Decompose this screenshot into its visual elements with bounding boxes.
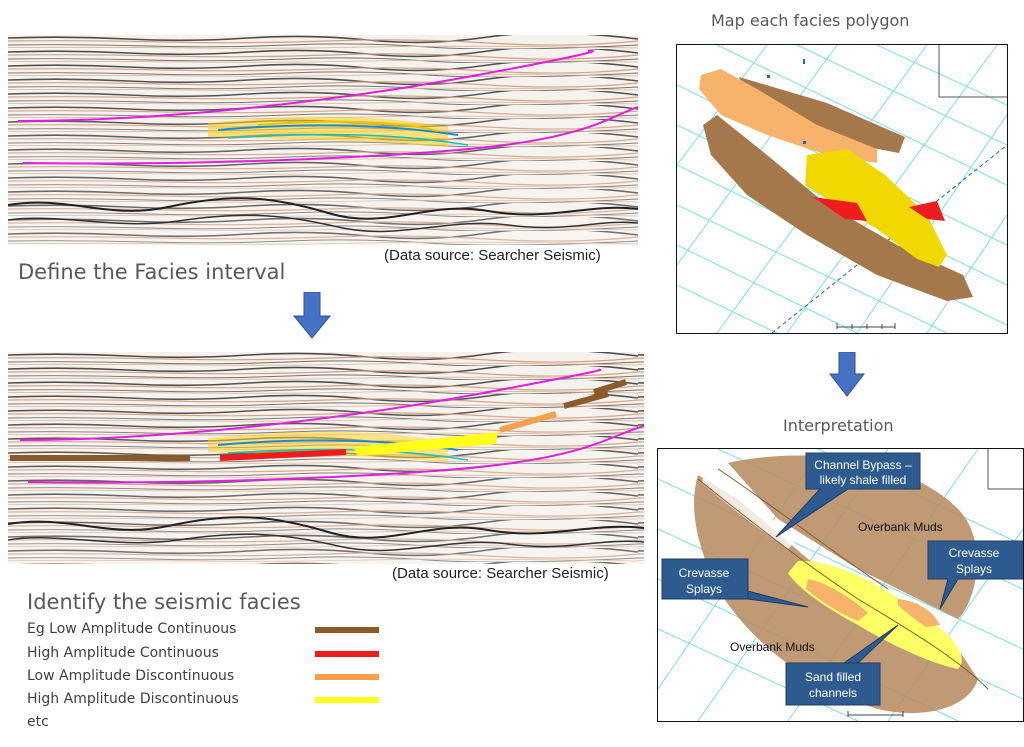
callout-crevasse-right-line2: Splays (956, 562, 992, 576)
callout-channel-bypass: Channel Bypass – likely shale filled (775, 452, 921, 538)
callout-crevasse-left-line1: Crevasse (679, 566, 730, 580)
callout-crevasse-left: Crevasse Splays (661, 558, 809, 608)
seismic-section-bottom (8, 352, 644, 564)
crevasse-splay-right-polygon (898, 599, 940, 627)
interpretation-map: Channel Bypass – likely shale filled Ove… (657, 448, 1024, 722)
legend-label-low-amp-discontinuous: Low Amplitude Discontinuous (27, 668, 235, 684)
callout-sand-channels-line1: Sand filled (805, 670, 861, 684)
polygon-red-left (813, 197, 867, 221)
scale-bar (836, 323, 896, 329)
horizon-upper-top (17, 49, 594, 122)
callout-channel-bypass-line1: Channel Bypass – (814, 458, 912, 472)
data-source-caption-top: (Data source: Searcher Seismic) (384, 247, 601, 264)
legend-etc: etc (27, 714, 49, 730)
pick-high-amp-continuous (219, 449, 347, 461)
legend-label-low-amp-continuous: Eg Low Amplitude Continuous (27, 621, 237, 637)
facies-polygon-map-canvas (677, 45, 1007, 333)
polygon-yellow (805, 149, 947, 267)
legend-swatch-high-amp-continuous (315, 651, 379, 657)
callout-channel-bypass-line2: likely shale filled (820, 473, 907, 487)
callout-sand-channels: Sand filled channels (785, 624, 899, 706)
overbank-upper-polygon (728, 455, 977, 619)
legend-swatch-high-amp-discontinuous (315, 697, 379, 703)
polygon-peach (699, 69, 877, 163)
pick-high-amp-discontinuous (353, 432, 498, 456)
callout-crevasse-left-line2: Splays (686, 582, 722, 596)
step-interpretation: Interpretation (783, 416, 894, 435)
label-overbank-muds-upper: Overbank Muds (858, 520, 943, 534)
horizon-lower-top (22, 106, 638, 165)
legend-label-high-amp-discontinuous: High Amplitude Discontinuous (27, 691, 239, 707)
callout-crevasse-right: Crevasse Splays (927, 540, 1023, 610)
step-define-interval: Define the Facies interval (18, 260, 286, 284)
data-source-caption-bottom: (Data source: Searcher Seismic) (392, 565, 609, 582)
pick-low-amp-continuous-right-2 (593, 379, 627, 395)
polygon-red-right (909, 201, 945, 221)
interpretation-map-canvas: Channel Bypass – likely shale filled Ove… (658, 449, 1023, 721)
step-map-polygons: Map each facies polygon (711, 11, 910, 30)
legend-label-high-amp-continuous: High Amplitude Continuous (27, 645, 219, 661)
callout-sand-channels-line2: channels (809, 686, 857, 700)
down-arrow-icon (292, 292, 332, 339)
survey-line (771, 144, 1007, 333)
callout-crevasse-right-line1: Crevasse (949, 546, 1000, 560)
polygon-brown-lower (703, 115, 973, 301)
label-overbank-muds-lower: Overbank Muds (730, 640, 815, 654)
facies-polygon-map (676, 44, 1008, 334)
polygon-brown-upper (739, 77, 905, 153)
channel-bypass-polygon (702, 471, 798, 549)
legend-swatch-low-amp-discontinuous (315, 674, 379, 680)
step-identify-facies: Identify the seismic facies (27, 590, 301, 614)
down-arrow-icon (828, 352, 866, 397)
legend-swatch-low-amp-continuous (315, 627, 379, 633)
seismic-section-top (8, 35, 638, 245)
pick-low-amp-continuous-right-1 (563, 391, 609, 409)
pick-low-amp-discontinuous (499, 411, 557, 433)
crevasse-splay-left-polygon (806, 579, 868, 621)
